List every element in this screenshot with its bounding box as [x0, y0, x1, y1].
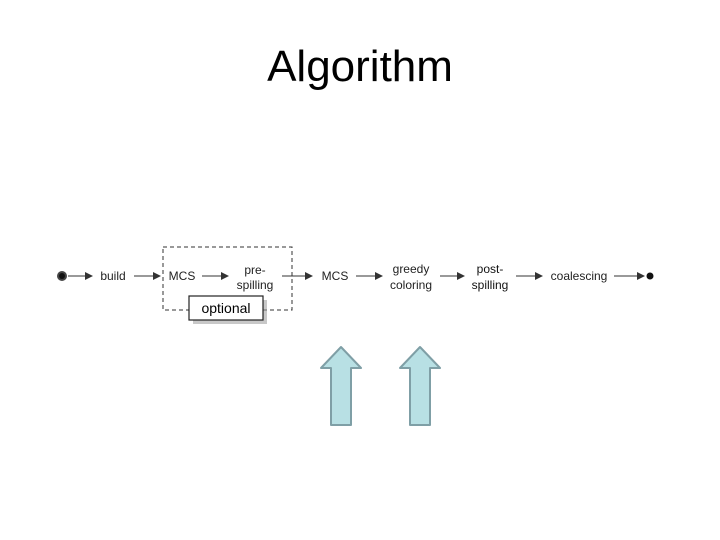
step-prespilling-line2: spilling [237, 278, 274, 292]
start-node [57, 271, 67, 281]
step-mcs-1: MCS [169, 269, 196, 283]
step-postspilling-line2: spilling [472, 278, 509, 292]
optional-label: optional [201, 300, 250, 316]
step-greedy-line1: greedy [393, 262, 430, 276]
step-coalescing: coalescing [551, 269, 608, 283]
step-postspilling-line1: post- [477, 262, 504, 276]
up-arrow-left [320, 346, 362, 426]
optional-label-box: optional [188, 295, 267, 324]
step-prespilling-line1: pre- [244, 263, 265, 277]
step-build: build [100, 269, 125, 283]
step-greedy-line2: coloring [390, 278, 432, 292]
slide-title: Algorithm [267, 42, 453, 91]
up-arrow-right [399, 346, 441, 426]
end-node [646, 272, 654, 280]
step-mcs-2: MCS [322, 269, 349, 283]
optional-region-box [162, 246, 293, 311]
